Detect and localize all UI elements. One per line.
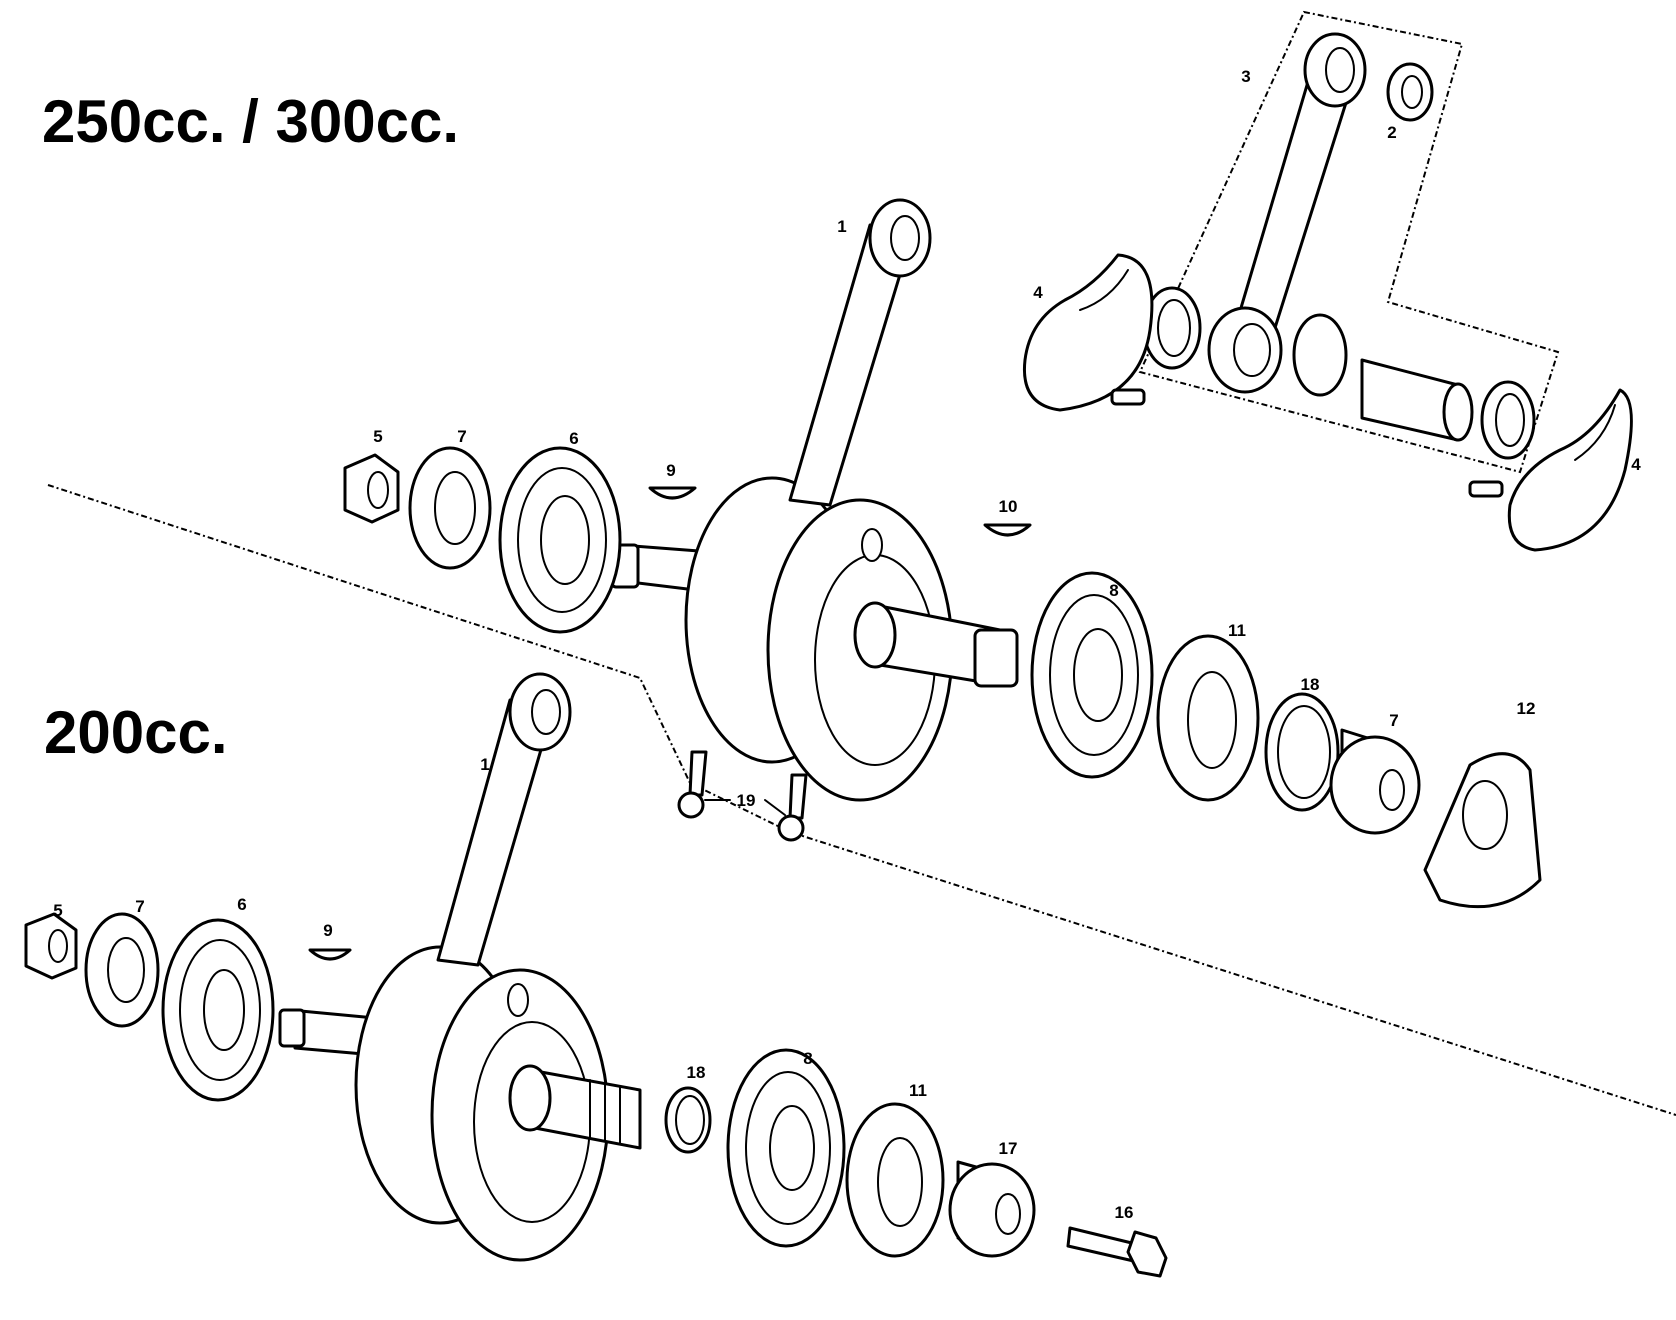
top-part-6-bearing [498, 446, 622, 634]
callout-top-2: 2 [1387, 123, 1396, 142]
bottom-part-8-bearing [726, 1048, 846, 1248]
callout-top-12: 12 [1517, 699, 1536, 718]
bottom-part-6-bearing [161, 918, 275, 1102]
title-200cc: 200cc. [44, 699, 228, 766]
top-part-19-bolts [677, 750, 808, 842]
callout-bottom-16: 16 [1115, 1203, 1134, 1222]
callout-bottom-11: 11 [909, 1081, 927, 1100]
callout-bottom-17: 17 [999, 1139, 1018, 1158]
top-part-7-seal [408, 446, 492, 570]
callout-top-11: 11 [1228, 621, 1246, 640]
callout-bottom-6: 6 [237, 895, 246, 914]
callout-top-4b: 4 [1631, 455, 1641, 474]
callout-bottom-8: 8 [803, 1049, 812, 1068]
conrod-kit [1022, 32, 1633, 552]
top-part-11-seal [1156, 634, 1260, 802]
top-part-12-cam [1423, 752, 1542, 909]
callout-top-10: 10 [999, 497, 1018, 516]
part-4-cheek-right [1507, 388, 1633, 552]
callout-top-8: 8 [1109, 581, 1118, 600]
top-part-10-key [983, 523, 1032, 537]
callout-top-1: 1 [837, 217, 846, 236]
title-250-300cc: 250cc. / 300cc. [42, 88, 459, 155]
callout-top-4a: 4 [1033, 283, 1043, 302]
callout-top-18: 18 [1301, 675, 1320, 694]
callout-top-19: 19 [737, 791, 756, 810]
bottom-part-7-seal [84, 912, 160, 1028]
part-4-cheek-left [1022, 253, 1154, 412]
bottom-crankshaft-assembly [278, 672, 642, 1262]
top-part-8-bearing [1030, 571, 1154, 779]
callout-top-9: 9 [666, 461, 675, 480]
conrod-kit-outline [1138, 10, 1560, 474]
callout-bottom-5: 5 [53, 901, 62, 920]
bottom-part-9-key [308, 948, 352, 961]
bottom-part-16-bolt [1066, 1226, 1168, 1278]
callout-top-7a: 7 [457, 427, 466, 446]
top-part-7-spacer [1329, 728, 1421, 835]
bottom-part-17-spacer [948, 1160, 1036, 1258]
top-right-thread [973, 628, 1019, 688]
top-part-9-key [648, 486, 697, 500]
bottom-part-5-nut [24, 912, 78, 980]
callout-bottom-18: 18 [687, 1063, 706, 1082]
bottom-part-18-ring [664, 1086, 712, 1154]
top-part-18-ring [1264, 692, 1340, 812]
callout-top-5: 5 [373, 427, 382, 446]
callout-top-6: 6 [569, 429, 578, 448]
callout-bottom-7: 7 [135, 897, 144, 916]
callout-top-3: 3 [1241, 67, 1250, 86]
callout-top-7b: 7 [1389, 711, 1398, 730]
callout-bottom-1: 1 [480, 755, 489, 774]
callout-bottom-9: 9 [323, 921, 332, 940]
bottom-part-11-seal [845, 1102, 945, 1258]
top-part-5-nut [343, 453, 400, 524]
top-crankshaft-assembly [610, 198, 1019, 802]
